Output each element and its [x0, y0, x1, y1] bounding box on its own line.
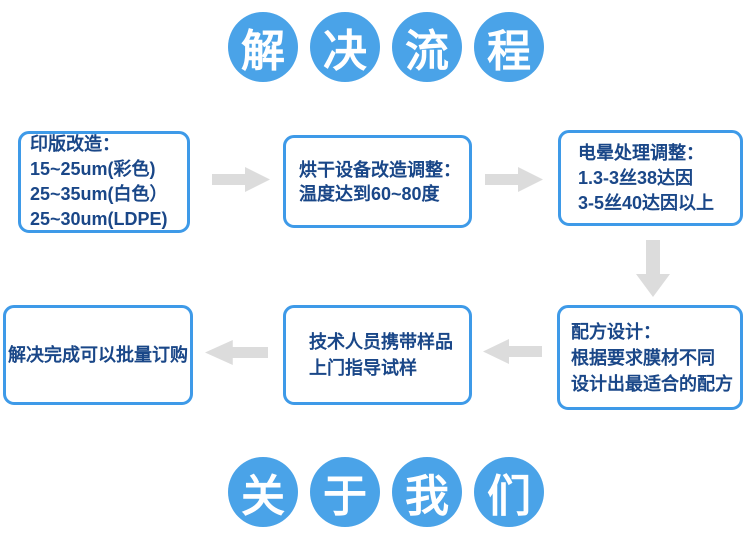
flow-box-formula-design: 配方设计： 根据要求膜材不同 设计出最适合的配方 [557, 305, 743, 410]
bottom-title-circle-4: 们 [474, 457, 544, 527]
flow-box-line: 25~30um(LDPE) [30, 209, 168, 229]
arrow-right-shape [485, 167, 543, 192]
flow-box-line: 25~35um(白色） [30, 184, 168, 204]
top-title-circle-4: 程 [474, 12, 544, 82]
top-title-char-1: 解 [241, 27, 285, 76]
flow-box-line: 15~25um(彩色) [30, 159, 156, 179]
flow-box-line: 温度达到60~80度 [299, 183, 440, 204]
flow-box-bulk-order: 解决完成可以批量订购 [3, 305, 193, 405]
top-title-char-4: 程 [487, 27, 531, 76]
arrow-left-icon [205, 340, 268, 365]
top-title-char-3: 流 [405, 27, 449, 76]
flow-box-line: 1.3-3丝38达因 [578, 167, 694, 188]
bottom-title-circle-2: 于 [310, 457, 380, 527]
top-title-circle-2: 决 [310, 12, 380, 82]
top-title-circle-3: 流 [392, 12, 462, 82]
bottom-title-circle-3: 我 [392, 457, 462, 527]
flow-box-plate-modification: 印版改造： 15~25um(彩色) 25~35um(白色） 25~30um(LD… [18, 131, 190, 233]
top-title-circle-1: 解 [228, 12, 298, 82]
flow-box-technician-visit: 技术人员携带样品 上门指导试样 [283, 305, 472, 405]
flow-box-line: 配方设计： [571, 321, 661, 342]
flow-box-line: 上门指导试样 [309, 358, 417, 378]
top-title-char-2: 决 [323, 27, 367, 76]
arrow-right-icon [485, 167, 543, 192]
arrow-left-icon [483, 339, 542, 364]
flow-box-line: 印版改造： [30, 134, 120, 154]
arrow-right-icon [212, 167, 270, 192]
bottom-title-char-1: 关 [241, 472, 285, 521]
flow-box-line: 设计出最适合的配方 [571, 373, 733, 394]
bottom-title-char-3: 我 [405, 472, 449, 521]
flow-box-line: 技术人员携带样品 [309, 332, 453, 352]
bottom-title-char-4: 们 [487, 472, 531, 521]
flow-box-line: 根据要求膜材不同 [571, 347, 715, 368]
arrow-left-shape [483, 339, 542, 364]
flow-box-line: 解决完成可以批量订购 [8, 345, 188, 365]
bottom-title-circle-1: 关 [228, 457, 298, 527]
arrow-left-shape [205, 340, 268, 365]
bottom-title-char-2: 于 [323, 472, 367, 521]
flow-box-line: 烘干设备改造调整： [299, 159, 461, 180]
flow-box-line: 3-5丝40达因以上 [578, 192, 715, 213]
arrow-right-shape [212, 167, 270, 192]
flow-box-line: 电晕处理调整： [578, 142, 704, 163]
arrow-down-shape [636, 240, 670, 297]
flow-box-corona-treatment: 电晕处理调整： 1.3-3丝38达因 3-5丝40达因以上 [558, 130, 743, 226]
flow-box-drying-equipment: 烘干设备改造调整： 温度达到60~80度 [283, 135, 472, 228]
arrow-down-icon [636, 240, 670, 297]
